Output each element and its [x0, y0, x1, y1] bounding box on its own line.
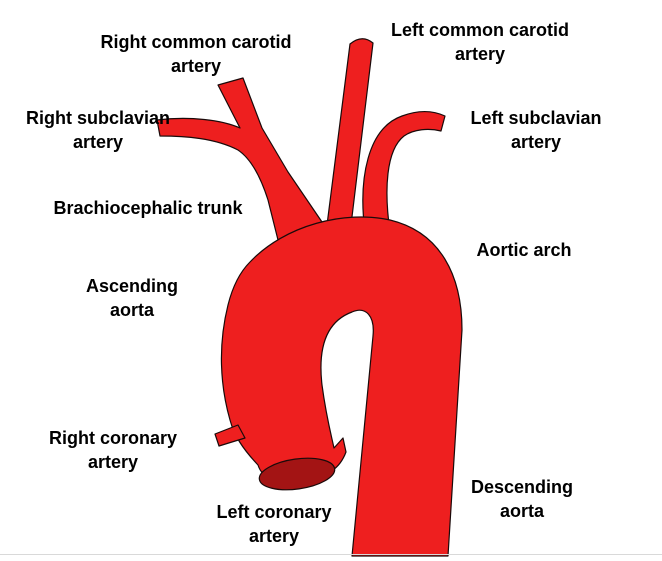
right-subclavian-line1: Right subclavian — [25, 108, 171, 128]
bottom-divider — [0, 554, 662, 555]
aortic-root-opening — [258, 457, 336, 491]
left-coronary-line2: artery — [248, 526, 300, 546]
label-brachiocephalic-trunk: Brachiocephalic trunk — [40, 196, 256, 220]
left-common-carotid-artery — [326, 38, 374, 226]
label-descending-aorta: Descending aorta — [460, 475, 584, 523]
right-subclavian-line2: artery — [72, 132, 124, 152]
descending-aorta-line2: aorta — [499, 501, 544, 521]
ascending-aorta-line1: Ascending — [85, 276, 178, 296]
label-left-common-carotid-artery: Left common carotid artery — [378, 18, 582, 66]
brachiocephalic-trunk — [156, 77, 323, 241]
label-ascending-aorta: Ascending aorta — [76, 274, 188, 322]
left-subclavian-artery — [362, 110, 446, 233]
right-coronary-line2: artery — [87, 452, 139, 472]
label-right-common-carotid-artery: Right common carotid artery — [86, 30, 306, 78]
left-common-carotid-line2: artery — [454, 44, 506, 64]
right-common-carotid-line1: Right common carotid — [100, 32, 292, 52]
brachiocephalic-trunk-line1: Brachiocephalic trunk — [53, 198, 243, 218]
right-coronary-line1: Right coronary — [48, 428, 177, 448]
left-subclavian-line1: Left subclavian — [470, 108, 602, 128]
ascending-aorta-line2: aorta — [109, 300, 154, 320]
label-right-coronary-artery: Right coronary artery — [38, 426, 188, 474]
right-common-carotid-line2: artery — [170, 56, 222, 76]
right-coronary-artery — [214, 424, 246, 447]
label-left-coronary-artery: Left coronary artery — [204, 500, 344, 548]
left-coronary-line1: Left coronary — [216, 502, 332, 522]
descending-aorta-line1: Descending — [470, 477, 574, 497]
label-right-subclavian-artery: Right subclavian artery — [10, 106, 186, 154]
label-left-subclavian-artery: Left subclavian artery — [458, 106, 614, 154]
aortic-arch-line1: Aortic arch — [476, 240, 572, 260]
left-subclavian-line2: artery — [510, 132, 562, 152]
left-common-carotid-line1: Left common carotid — [390, 20, 569, 40]
label-aortic-arch: Aortic arch — [466, 238, 582, 262]
